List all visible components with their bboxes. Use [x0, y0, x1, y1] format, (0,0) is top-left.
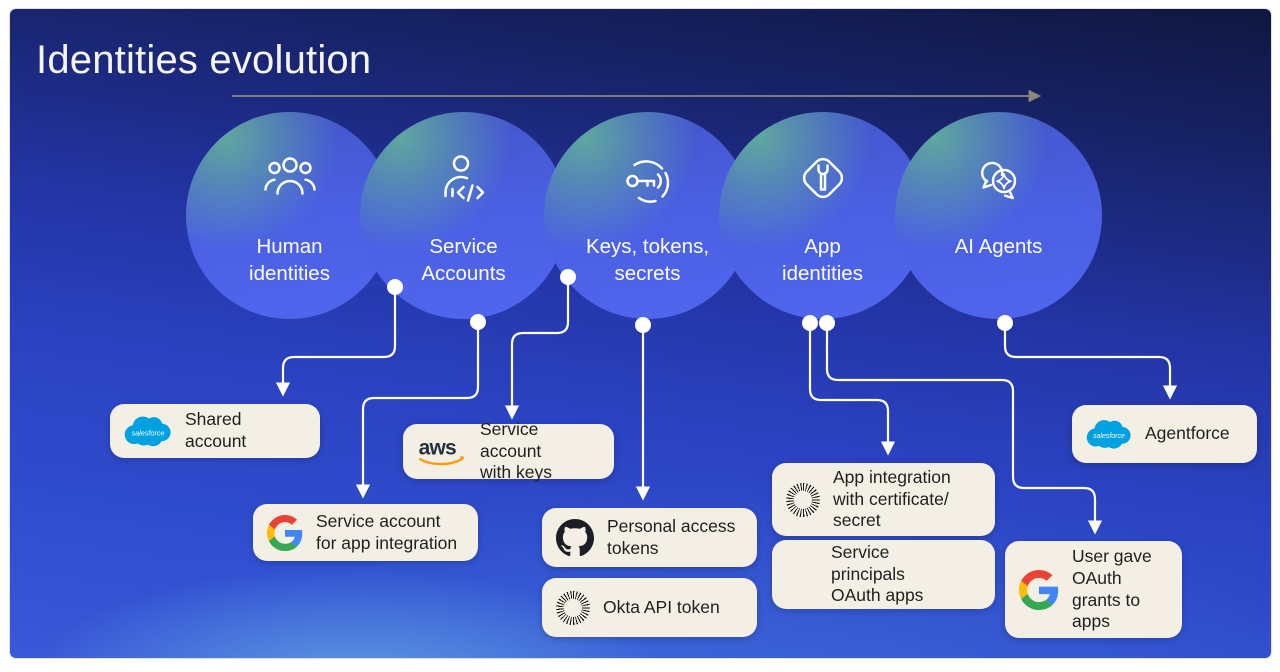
google-logo-icon [1019, 569, 1059, 610]
github-logo-icon [556, 518, 594, 557]
stage-ai-agents: AI Agents [895, 112, 1102, 319]
stage-app-identities: App identities [719, 112, 926, 319]
google-logo-icon [267, 514, 303, 551]
card-app-integration-certificate: App integration with certificate/ secret [772, 463, 995, 536]
card-okta-api-token: Okta API token [542, 578, 757, 637]
card-label: Service account for app integration [316, 510, 458, 553]
page-title: Identities evolution [36, 38, 372, 82]
card-service-principals: Service principals OAuth apps [772, 540, 995, 609]
card-shared-account: salesforce Shared account [110, 404, 320, 458]
card-label: App integration with certificate/ secret [833, 466, 951, 531]
stage-label: Keys, tokens, secrets [585, 235, 710, 285]
card-label: Service account with keys [480, 418, 552, 483]
card-personal-access-tokens: Personal access tokens [542, 508, 757, 567]
person-code-icon [436, 152, 492, 210]
card-label: Okta API token [603, 596, 720, 617]
stage-human-identities: Human identities [186, 112, 393, 319]
card-google-service-account: Service account for app integration [253, 504, 478, 561]
card-label: Service principals OAuth apps [831, 541, 924, 606]
card-label: User gave OAuth grants to apps [1072, 546, 1152, 632]
connector-agentforce [1003, 329, 1178, 400]
okta-logo-icon [786, 482, 820, 517]
people-group-icon [262, 152, 318, 210]
connector-google-service-account [355, 328, 480, 499]
connector-app-integration [808, 329, 896, 456]
card-label: Shared account [185, 409, 247, 451]
salesforce-logo-icon: salesforce [124, 414, 172, 448]
card-aws-service-account: aws Service account with keys [403, 419, 614, 482]
stage-label: AI Agents [954, 235, 1043, 258]
connector-shared-account [275, 293, 397, 397]
connector-user-oauth-grants [825, 329, 1103, 535]
anchor-dots [387, 269, 1013, 333]
connector-aws-service-account [504, 283, 570, 420]
ai-agents-icon [971, 152, 1027, 210]
card-agentforce: salesforce Agentforce [1072, 405, 1257, 463]
card-label: Personal access tokens [607, 515, 736, 558]
aws-logo-icon: aws [417, 435, 467, 469]
stage-label: Human identities [249, 235, 330, 285]
svg-text:aws: aws [419, 436, 456, 459]
stage-label: Service Accounts [421, 235, 506, 285]
app-wrench-icon [795, 152, 851, 210]
salesforce-logo-icon: salesforce [1086, 418, 1132, 450]
microsoft-logo-icon [786, 559, 818, 591]
card-user-oauth-grants: User gave OAuth grants to apps [1005, 541, 1182, 638]
svg-text:salesforce: salesforce [1093, 433, 1125, 440]
okta-logo-icon [556, 590, 590, 625]
stage-label: App identities [782, 235, 863, 285]
svg-text:salesforce: salesforce [131, 428, 164, 437]
card-label: Agentforce [1145, 423, 1230, 444]
key-swirl-icon [620, 152, 676, 210]
stage-keys-tokens-secrets: Keys, tokens, secrets [544, 112, 751, 319]
